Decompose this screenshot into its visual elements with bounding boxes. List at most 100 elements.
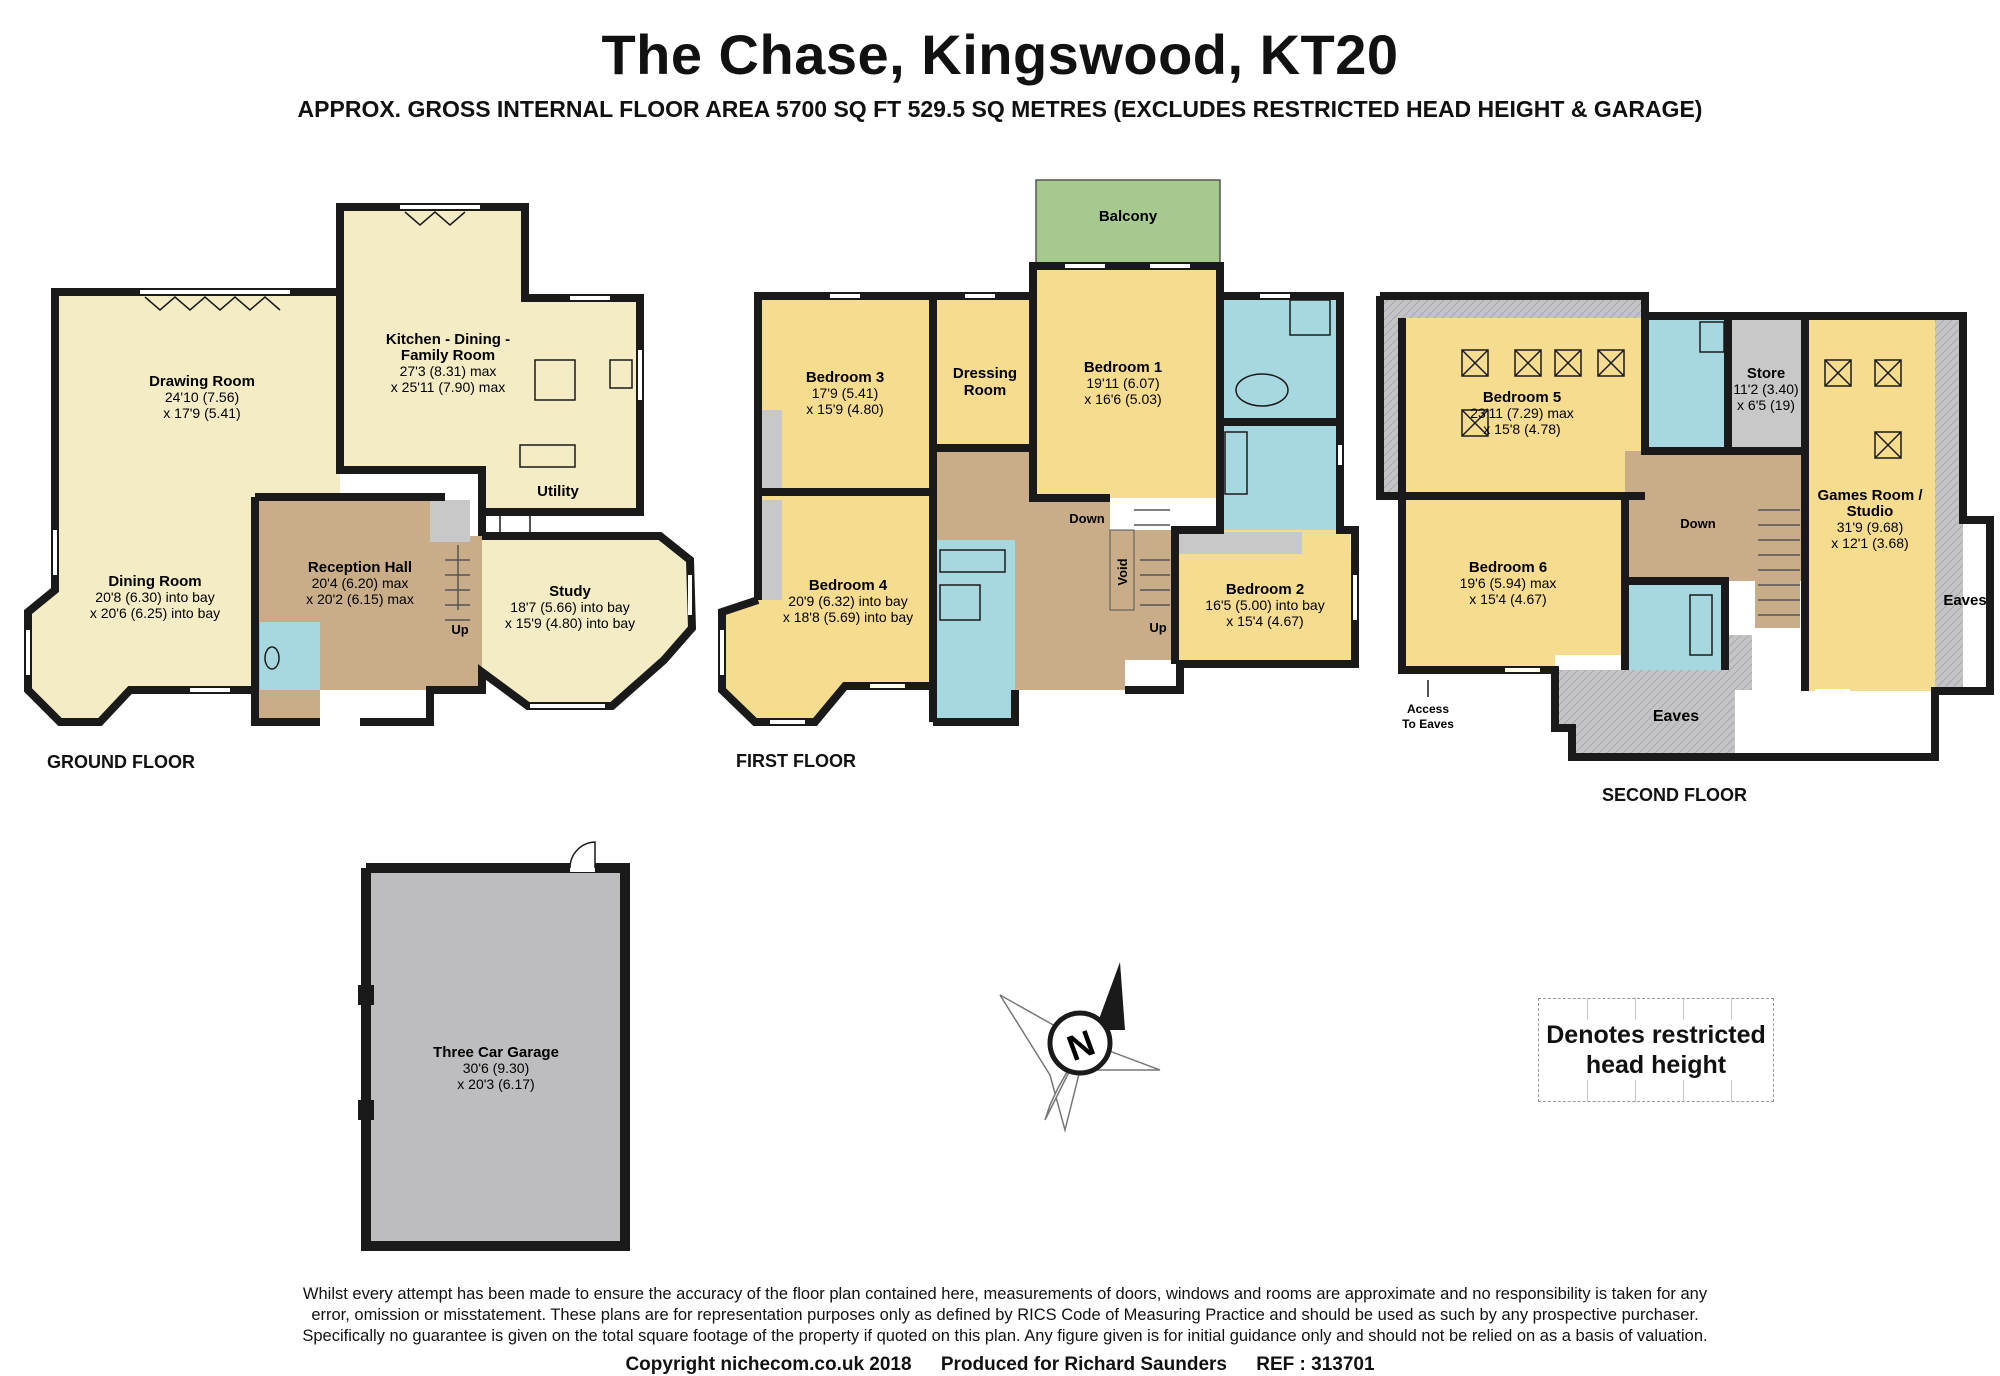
first-floor-walls [718, 262, 1359, 726]
ground-floor-fittings [144, 211, 633, 670]
produced-for-text: Produced for Richard Saunders [940, 1354, 1227, 1375]
disclaimer-line1: Whilst every attempt has been made to en… [302, 1285, 1708, 1303]
dining-room-dim2: x 20'6 (6.25) into bay [90, 605, 220, 621]
reception-hall-label: Reception Hall [308, 559, 412, 576]
ground-floor-windows [26, 205, 692, 708]
bedroom-3 [758, 296, 933, 492]
access-eaves-line1: Access [1407, 702, 1449, 716]
bedroom2-label: Bedroom 2 [1226, 581, 1304, 598]
eaves-left [1380, 318, 1402, 496]
bedroom3-dim1: 17'9 (5.41) [812, 385, 879, 401]
second-floor-windows [1505, 668, 1850, 693]
garage-label: Three Car Garage [433, 1044, 559, 1061]
second-floor-shower [1645, 316, 1728, 451]
study-room [482, 536, 692, 706]
games-room-label1: Games Room / [1817, 487, 1923, 504]
dining-room-label: Dining Room [108, 573, 201, 590]
garage-dim2: x 20'3 (6.17) [457, 1076, 534, 1092]
second-stairs-down-label: Down [1680, 516, 1715, 531]
reception-hall-dim1: 20'4 (6.20) max [312, 575, 409, 591]
second-floor-plan [1376, 292, 1994, 761]
ground-floor-plan [24, 203, 697, 726]
disclaimer-line2: error, omission or misstatement. These p… [311, 1306, 1699, 1324]
store-label: Store [1747, 365, 1785, 382]
skylights [1461, 349, 1902, 459]
dressing-room-label2: Room [964, 382, 1007, 399]
compass-needle [1095, 962, 1125, 1030]
kitchen-label-line1: Kitchen - Dining - [386, 331, 510, 348]
floor-area-subtitle: APPROX. GROSS INTERNAL FLOOR AREA 5700 S… [297, 96, 1703, 122]
ground-cloakroom [260, 622, 320, 690]
kitchen-dim2: x 25'11 (7.90) max [391, 379, 505, 395]
first-stairs-up-label: Up [1149, 620, 1166, 635]
page-title: The Chase, Kingswood, KT20 [601, 23, 1399, 86]
bedroom2-dim2: x 15'4 (4.67) [1226, 613, 1303, 629]
bedroom3-label: Bedroom 3 [806, 369, 884, 386]
games-room-dim1: 31'9 (9.68) [1837, 519, 1904, 535]
kitchen-family-room [340, 207, 640, 470]
bedroom5-dim2: x 15'8 (4.78) [1483, 421, 1560, 437]
eaves-bottom [1555, 635, 1752, 757]
bedroom4-dim1: 20'9 (6.32) into bay [788, 593, 907, 609]
ground-floor-stairs [430, 500, 470, 621]
balcony-label: Balcony [1099, 208, 1158, 225]
second-floor-stairs [1755, 498, 1800, 628]
legend-line2: head height [1541, 1050, 1771, 1080]
eaves-bottom-label: Eaves [1653, 708, 1699, 725]
dressing-room-label1: Dressing [953, 365, 1017, 382]
bedroom3-dim2: x 15'9 (4.80) [806, 401, 883, 417]
reception-hall-dim2: x 20'2 (6.15) max [306, 591, 414, 607]
bedroom6-dim1: 19'6 (5.94) max [1460, 575, 1557, 591]
games-room-dim2: x 12'1 (3.68) [1831, 535, 1908, 551]
games-room [1805, 316, 1935, 691]
disclaimer-line3: Specifically no guarantee is given on th… [302, 1327, 1708, 1345]
study-dim1: 18'7 (5.66) into bay [510, 599, 629, 615]
drawing-room [55, 292, 340, 497]
bedroom-2 [1175, 530, 1355, 664]
utility-room [482, 470, 640, 512]
ground-floor-label: GROUND FLOOR [47, 752, 195, 772]
restricted-head-height-legend: Denotes restricted head height [1538, 998, 1774, 1102]
bedroom-1 [1033, 266, 1220, 498]
three-car-garage [366, 868, 625, 1246]
copyright-text: Copyright nichecom.co.uk 2018 [625, 1354, 912, 1375]
footer: Copyright nichecom.co.uk 2018 Produced f… [0, 1354, 2000, 1376]
second-floor-walls [1376, 292, 1994, 761]
bedroom4-label: Bedroom 4 [809, 577, 888, 594]
first-floor-bathroom [935, 540, 1015, 722]
utility-label: Utility [537, 483, 579, 500]
bedroom2-dim1: 16'5 (5.00) into bay [1205, 597, 1324, 613]
bedroom5-label: Bedroom 5 [1483, 389, 1561, 406]
games-room-label2: Studio [1847, 503, 1894, 520]
garage-plan [358, 841, 630, 1251]
drawing-room-label: Drawing Room [149, 373, 255, 390]
garage-dim1: 30'6 (9.30) [463, 1060, 530, 1076]
study-dim2: x 15'9 (4.80) into bay [505, 615, 635, 631]
dressing-room [933, 296, 1033, 448]
bedroom-6 [1402, 496, 1625, 670]
balcony [1035, 179, 1221, 267]
ref-text: REF : 313701 [1256, 1354, 1375, 1375]
kitchen-dim1: 27'3 (8.31) max [400, 363, 497, 379]
second-floor-fittings [1689, 321, 1725, 656]
bedroom1-dim1: 19'11 (6.07) [1086, 375, 1159, 391]
dining-room-dim1: 20'8 (6.30) into bay [95, 589, 214, 605]
first-stairs-down-label: Down [1069, 511, 1104, 526]
store-dim2: x 6'5 (19) [1737, 397, 1795, 413]
first-floor-fittings [939, 299, 1331, 621]
second-floor-label: SECOND FLOOR [1602, 785, 1748, 805]
bedroom6-label: Bedroom 6 [1469, 559, 1547, 576]
first-floor-stairs [1134, 509, 1170, 606]
bedroom6-dim2: x 15'4 (4.67) [1469, 591, 1546, 607]
access-eaves-line2: To Eaves [1402, 717, 1454, 731]
store-dim1: 11'2 (3.40) [1733, 381, 1798, 397]
study-label: Study [549, 583, 591, 600]
first-floor-label: FIRST FLOOR [736, 751, 856, 771]
legend-line1: Denotes restricted [1541, 1020, 1771, 1050]
wardrobes [760, 410, 1302, 600]
dining-room [28, 497, 255, 722]
disclaimer: Whilst every attempt has been made to en… [236, 1284, 1774, 1347]
kitchen-label-line2: Family Room [401, 347, 495, 364]
en-suite-1 [1220, 296, 1340, 422]
